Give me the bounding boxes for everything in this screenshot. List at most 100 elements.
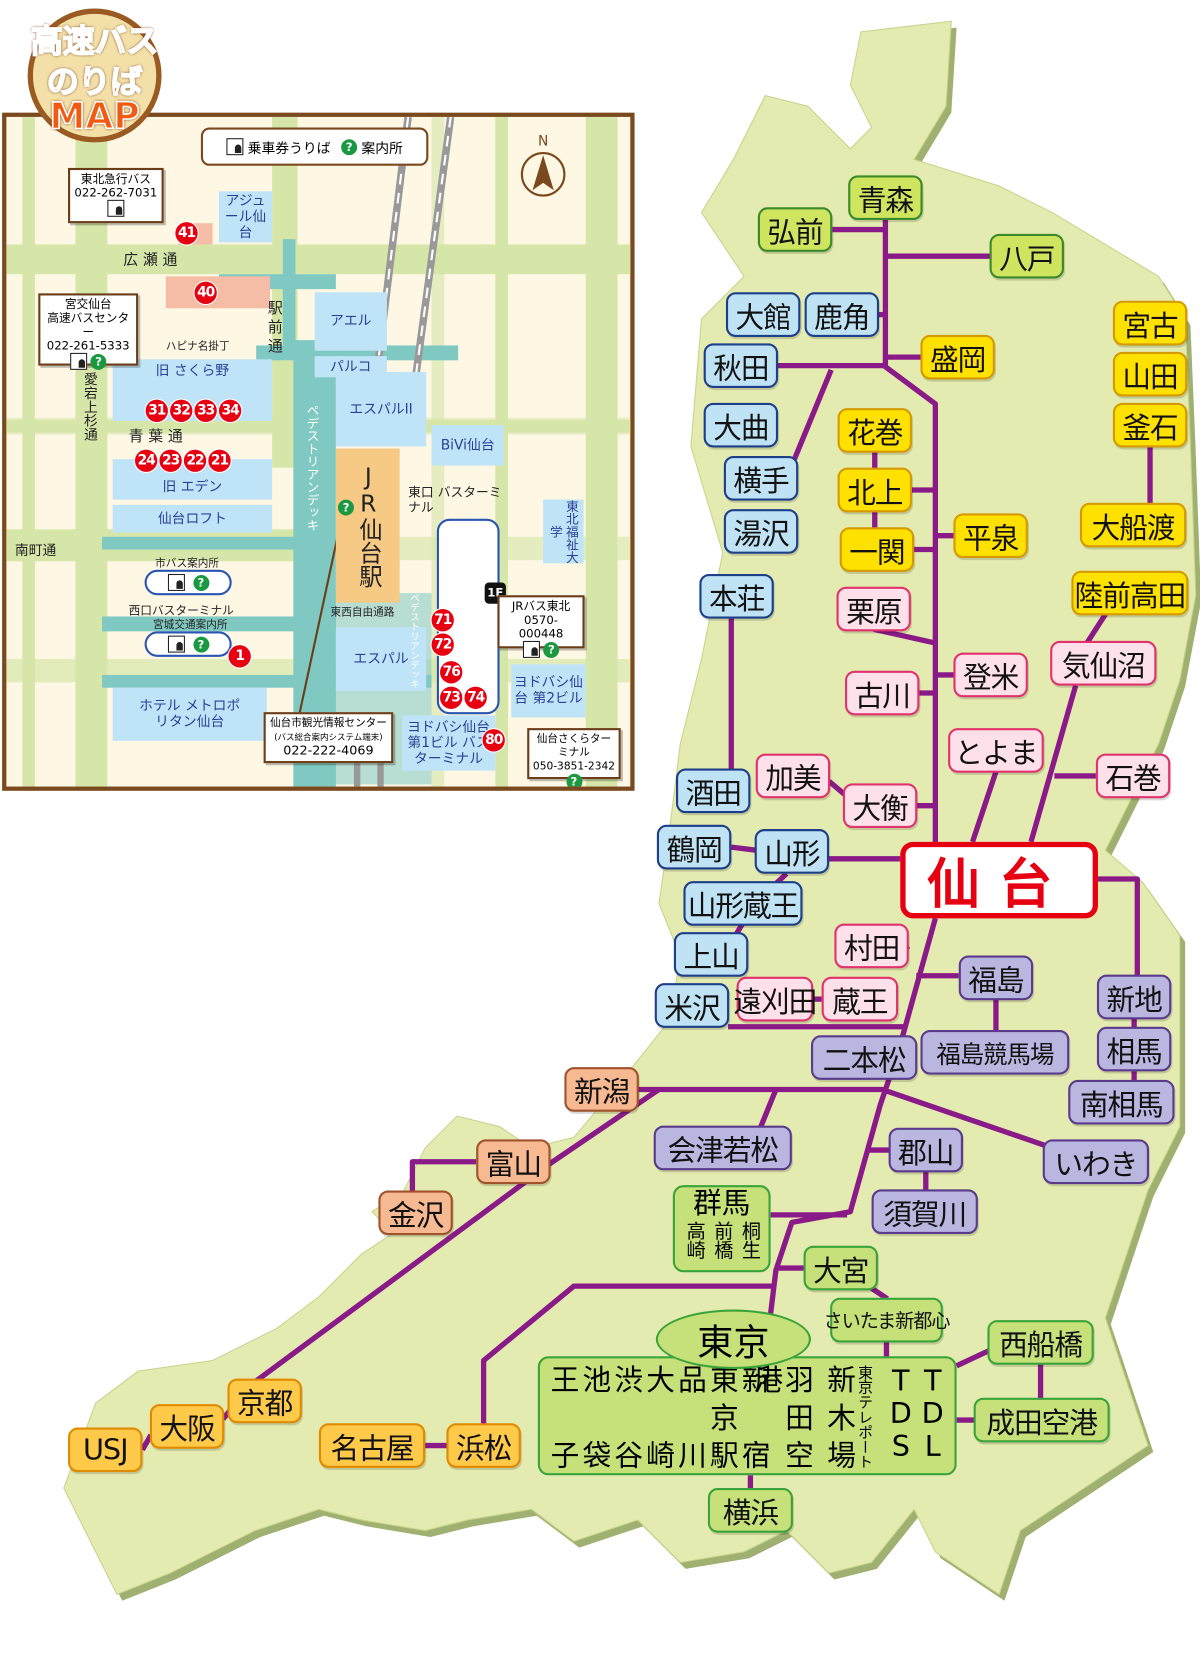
station-label[interactable]: 大阪 xyxy=(149,1404,225,1449)
bus-stop-marker[interactable]: 34 xyxy=(217,398,243,424)
station-label[interactable]: 名古屋 xyxy=(318,1423,426,1468)
info-icon: ? xyxy=(192,574,209,591)
station-tokyo[interactable]: 東京 xyxy=(655,1309,811,1370)
route-line xyxy=(253,1087,661,1384)
station-label[interactable]: 相馬 xyxy=(1096,1026,1172,1072)
station-label[interactable]: 大衡 xyxy=(842,783,918,828)
station-label[interactable]: 福島 xyxy=(958,955,1034,1001)
station-sendai[interactable]: 仙台 xyxy=(900,841,1098,919)
station-label[interactable]: 横浜 xyxy=(707,1488,793,1533)
station-label[interactable]: 大船渡 xyxy=(1079,502,1187,548)
tokyo-stop[interactable]: 大崎 xyxy=(640,1364,674,1469)
station-label[interactable]: 酒田 xyxy=(676,768,751,814)
station-label[interactable]: 米沢 xyxy=(654,983,730,1028)
station-label[interactable]: さいたま新都心 xyxy=(823,1297,950,1343)
tokyo-stop[interactable]: 池袋 xyxy=(577,1364,611,1469)
station-label[interactable]: 金沢 xyxy=(378,1190,453,1236)
west-terminal-label: 西口バスターミナル xyxy=(128,603,234,618)
tokyo-stop[interactable]: 品川 xyxy=(672,1364,706,1469)
bus-stop-marker[interactable]: 1 xyxy=(227,644,252,669)
bus-stop-marker[interactable]: 71 xyxy=(430,607,455,633)
bus-stop-marker[interactable]: 73 xyxy=(438,685,464,711)
station-label[interactable]: 湯沢 xyxy=(723,509,799,554)
station-label[interactable]: 釜石 xyxy=(1112,402,1188,448)
tokyo-stop[interactable]: 新宿 xyxy=(736,1364,770,1469)
station-label[interactable]: とよま xyxy=(948,728,1044,773)
bus-stop-marker[interactable]: 23 xyxy=(158,448,183,473)
station-label[interactable]: 山田 xyxy=(1112,351,1188,397)
tokyo-stop[interactable]: 王子 xyxy=(545,1364,579,1469)
station-label[interactable]: 二本松 xyxy=(810,1035,918,1080)
bus-stop-marker[interactable]: 22 xyxy=(182,448,208,473)
station-label[interactable]: 花巻 xyxy=(837,408,912,453)
station-label[interactable]: 八戸 xyxy=(989,233,1064,279)
street-hapina: ハピナ名掛丁 xyxy=(165,341,230,353)
building-espal-2: エスパルII xyxy=(335,372,427,447)
station-label[interactable]: 福島競馬場 xyxy=(920,1029,1070,1075)
bus-stop-marker[interactable]: 33 xyxy=(193,398,218,424)
station-label[interactable]: 蔵王 xyxy=(821,976,899,1022)
station-label[interactable]: USJ xyxy=(68,1427,143,1473)
tokyo-stop[interactable]: TDS xyxy=(884,1364,918,1464)
tokyo-stop[interactable]: 東京テレポート xyxy=(855,1364,874,1469)
station-label[interactable]: 横手 xyxy=(723,455,799,501)
station-gunma[interactable]: 群馬 高崎 前橋 桐生 xyxy=(672,1185,771,1273)
station-label[interactable]: 浜松 xyxy=(446,1423,521,1468)
station-label[interactable]: 須賀川 xyxy=(871,1189,978,1235)
bus-stop-marker[interactable]: 24 xyxy=(133,448,159,473)
station-label[interactable]: 北上 xyxy=(837,467,912,513)
station-label[interactable]: 成田空港 xyxy=(973,1397,1110,1443)
station-label[interactable]: 村田 xyxy=(834,923,909,969)
bus-stop-marker[interactable]: 76 xyxy=(438,660,464,685)
tokyo-stop[interactable]: 新木場 xyxy=(821,1364,855,1469)
station-label[interactable]: 上山 xyxy=(673,932,749,977)
station-label[interactable]: 西船橋 xyxy=(987,1320,1094,1365)
station-label[interactable]: 南相馬 xyxy=(1068,1079,1175,1125)
station-label[interactable]: 山形蔵王 xyxy=(683,881,803,926)
bus-stop-marker[interactable]: 21 xyxy=(207,448,232,473)
station-label[interactable]: 新地 xyxy=(1096,974,1172,1020)
callout-tel: 022-261-5333 xyxy=(46,339,130,353)
station-label[interactable]: 石巻 xyxy=(1095,753,1171,799)
bus-stop-marker[interactable]: 40 xyxy=(193,280,218,306)
station-label[interactable]: 会津若松 xyxy=(653,1125,792,1171)
station-label[interactable]: 陸前高田 xyxy=(1071,570,1189,616)
info-icon: ? xyxy=(338,499,354,516)
station-label[interactable]: 富山 xyxy=(476,1139,551,1185)
bus-stop-marker[interactable]: 80 xyxy=(481,728,506,753)
station-label[interactable]: 青森 xyxy=(848,175,923,221)
tokyo-stop[interactable]: 渋谷 xyxy=(609,1364,642,1469)
station-label[interactable]: 古川 xyxy=(845,670,920,716)
station-label[interactable]: 遠刈田 xyxy=(733,976,817,1022)
sendai-station-inset-map: アジュール仙台 アエル パルコ 旧 さくら野 旧 エデン 仙台ロフト エスパルI… xyxy=(2,112,635,791)
station-label[interactable]: 本荘 xyxy=(699,573,774,619)
station-label[interactable]: 登米 xyxy=(953,652,1028,698)
station-label[interactable]: 鶴岡 xyxy=(656,824,732,870)
bus-stop-marker[interactable]: 72 xyxy=(430,632,455,657)
bus-stop-marker[interactable]: 41 xyxy=(174,221,199,246)
station-label[interactable]: 大曲 xyxy=(703,402,779,448)
station-label[interactable]: 加美 xyxy=(755,753,831,799)
station-label[interactable]: 栗原 xyxy=(836,586,911,632)
station-label[interactable]: 平泉 xyxy=(953,513,1028,559)
tokyo-stop[interactable]: TDL xyxy=(916,1364,950,1464)
bus-stop-marker[interactable]: 32 xyxy=(169,398,194,424)
station-label[interactable]: 鹿角 xyxy=(804,292,880,337)
station-label[interactable]: 新潟 xyxy=(564,1067,639,1112)
station-label[interactable]: 盛岡 xyxy=(920,334,995,380)
station-label[interactable]: 宮古 xyxy=(1112,300,1188,346)
station-label[interactable]: 秋田 xyxy=(703,343,779,388)
station-label[interactable]: 一関 xyxy=(839,527,915,572)
bus-stop-marker[interactable]: 31 xyxy=(144,398,170,424)
station-label[interactable]: 郡山 xyxy=(888,1127,963,1173)
tokyo-stop[interactable]: 羽田空港 xyxy=(748,1364,813,1469)
station-label[interactable]: 山形 xyxy=(754,829,830,874)
station-label[interactable]: 大館 xyxy=(725,292,801,337)
bus-stop-marker[interactable]: 74 xyxy=(463,685,488,711)
station-label[interactable]: 京都 xyxy=(227,1378,302,1424)
station-label[interactable]: いわき xyxy=(1042,1139,1149,1185)
tokyo-stop[interactable]: 東京駅 xyxy=(704,1364,738,1469)
station-label[interactable]: 気仙沼 xyxy=(1050,640,1157,686)
station-label[interactable]: 弘前 xyxy=(757,207,833,252)
station-label[interactable]: 大宮 xyxy=(803,1245,878,1291)
